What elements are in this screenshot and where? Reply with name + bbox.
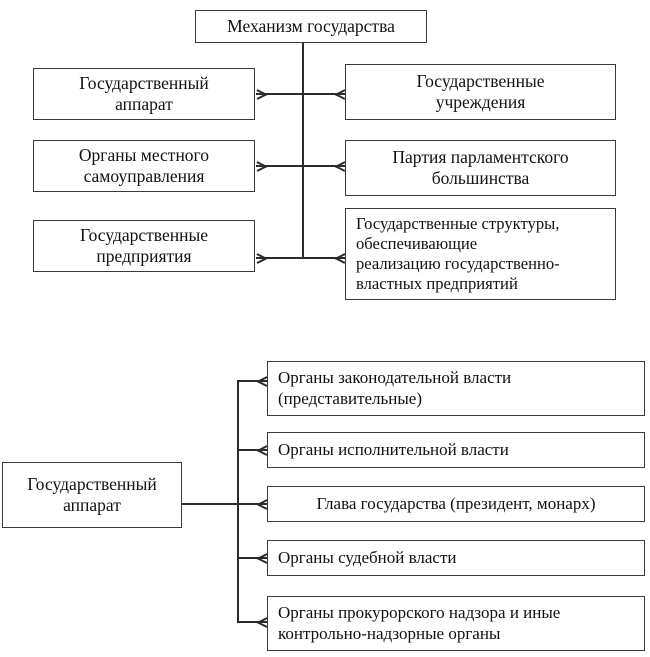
- top-connector-row-3: [256, 257, 346, 259]
- top-left-box-1-line2: аппарат: [115, 94, 173, 114]
- bottom-root-stem: [182, 503, 238, 505]
- bottom-child-box-5-line1: Органы прокурорского надзора и иные: [278, 602, 561, 622]
- top-root-box: Механизм государства: [195, 10, 427, 43]
- top-left-box-3: Государственные предприятия: [33, 220, 255, 272]
- top-connector-row-1: [256, 93, 346, 95]
- top-left-box-2-line1: Органы местного: [78, 144, 210, 165]
- top-right-box-2: Партия парламентского большинства: [345, 140, 616, 196]
- top-right-box-3-line2: обеспечивающие: [356, 233, 478, 253]
- bottom-child-box-1-line2: (представительные): [278, 388, 423, 408]
- top-connector-row-2: [256, 165, 346, 167]
- bottom-child-box-1-line1: Органы законодательной власти: [278, 367, 512, 387]
- top-left-box-2: Органы местного самоуправления: [33, 140, 255, 192]
- bottom-connector-5: [237, 621, 268, 623]
- bottom-connector-2: [237, 449, 268, 451]
- bottom-child-box-4: Органы судебной власти: [267, 540, 645, 576]
- top-trunk-line: [302, 43, 304, 259]
- top-right-box-3-line4: властных предприятий: [356, 274, 518, 294]
- top-right-box-2-line2: большинства: [431, 168, 530, 188]
- bottom-connector-1: [237, 380, 268, 382]
- bottom-child-box-2-label: Органы исполнительной власти: [278, 439, 509, 459]
- top-left-box-1: Государственный аппарат: [33, 68, 255, 120]
- top-right-box-3-line1: Государственные структуры,: [356, 213, 560, 233]
- bottom-connector-4: [237, 557, 268, 559]
- bottom-branch-trunk: [237, 381, 239, 623]
- top-right-box-1: Государственные учреждения: [345, 64, 616, 120]
- top-right-box-1-line2: учреждения: [435, 92, 526, 112]
- top-right-box-2-line1: Партия парламентского: [392, 146, 569, 167]
- bottom-child-box-5: Органы прокурорского надзора и иные конт…: [267, 596, 645, 651]
- top-left-box-3-line1: Государственные: [80, 224, 208, 245]
- top-left-box-2-line2: самоуправления: [83, 166, 205, 186]
- bottom-root-line2: аппарат: [63, 495, 121, 515]
- top-right-box-3: Государственные структуры, обеспечивающи…: [345, 208, 616, 300]
- top-right-box-3-line3: реализацию государственно-: [356, 254, 560, 273]
- bottom-connector-3: [237, 503, 268, 505]
- bottom-child-box-4-label: Органы судебной власти: [278, 547, 457, 567]
- bottom-child-box-5-line2: контрольно-надзорные органы: [278, 623, 501, 643]
- top-left-box-3-line2: предприятия: [96, 246, 192, 266]
- bottom-root-line1: Государственный: [27, 473, 157, 494]
- bottom-child-box-3-label: Глава государства (президент, монарх): [316, 493, 596, 513]
- top-root-label: Механизм государства: [227, 15, 395, 36]
- bottom-child-box-2: Органы исполнительной власти: [267, 432, 645, 468]
- bottom-child-box-3: Глава государства (президент, монарх): [267, 486, 645, 522]
- bottom-root-box: Государственный аппарат: [2, 462, 182, 528]
- bottom-child-box-1: Органы законодательной власти (представи…: [267, 361, 645, 416]
- top-left-box-1-line1: Государственный: [79, 72, 209, 93]
- top-right-box-1-line1: Государственные: [416, 70, 545, 91]
